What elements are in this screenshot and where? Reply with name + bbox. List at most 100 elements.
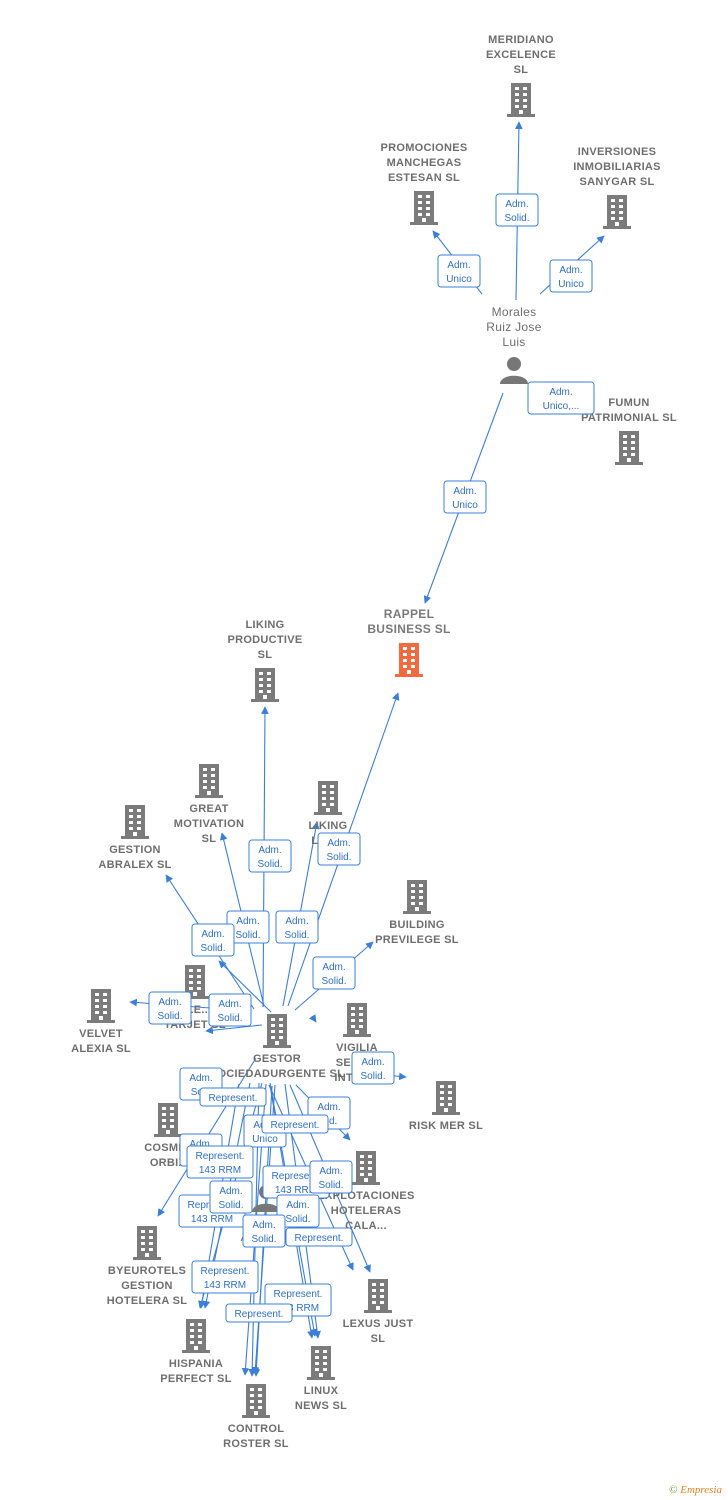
relation-label-box [225, 1303, 293, 1323]
relation-label[interactable]: Represent.143 RRM [191, 1260, 259, 1294]
relation-label[interactable]: Adm.Unico,... [527, 381, 595, 415]
node-label: LIKING [245, 619, 284, 631]
relation-label-box [443, 480, 487, 514]
relation-label[interactable]: Adm.Solid. [191, 923, 235, 957]
relation-label[interactable]: Adm. Solid. [309, 1160, 353, 1194]
node-label: RAPPEL [384, 607, 434, 621]
relation-label[interactable]: Adm.Solid. [275, 910, 319, 944]
building-icon [364, 1279, 392, 1313]
nodes-layer: MERIDIANOEXCELENCESLPROMOCIONESMANCHEGAS… [71, 34, 677, 1450]
relation-label-text: 143 RRM [199, 1165, 241, 1176]
relation-label[interactable]: Adm.Solid. [248, 839, 292, 873]
node-label: FUMUN [608, 397, 649, 409]
relation-label[interactable]: Adm.Solid. [276, 1194, 320, 1228]
building-icon [251, 668, 279, 702]
building-icon [352, 1151, 380, 1185]
relation-label-text: 143 RRM [275, 1185, 317, 1196]
node-label: GREAT [189, 803, 228, 815]
relation-label-text: Adm. [285, 916, 308, 927]
relation-label-box [242, 1214, 286, 1248]
node-label: BUILDING [389, 919, 445, 931]
relation-label-text: Unico [446, 274, 472, 285]
building-icon [154, 1103, 182, 1137]
relation-edge [205, 1024, 263, 1035]
node-label: GESTOR [253, 1053, 301, 1065]
node-label: INMOBILIARIAS [573, 161, 661, 173]
node-label: ESTESAN SL [388, 172, 460, 184]
relation-label-text: Represent. [295, 1233, 344, 1244]
node-label: SL [371, 1333, 386, 1345]
relation-label-text: Adm. [189, 1073, 212, 1084]
node-label: BYEUROTELS [108, 1265, 186, 1277]
relation-label[interactable]: Represent. [261, 1114, 329, 1134]
relation-label-text: Adm. [158, 997, 181, 1008]
relation-label-text: Adm. [447, 260, 470, 271]
building-icon [615, 431, 643, 465]
building-icon [410, 191, 438, 225]
relation-label-text: Solid. [157, 1011, 182, 1022]
relation-label[interactable]: Adm.Unico [443, 480, 487, 514]
relation-label-box [549, 259, 593, 293]
relation-label[interactable]: Represent.143 RRM [186, 1145, 254, 1179]
node-label: HOTELERA SL [107, 1295, 188, 1307]
node-label: EXCELENCE [486, 49, 556, 61]
relation-label-text: Adm. [218, 999, 241, 1010]
node-label: CONTROL [228, 1423, 284, 1435]
relation-label-text: Solid. [326, 852, 351, 863]
brand-name: Empresia [680, 1484, 722, 1496]
relation-label-box [261, 1114, 329, 1134]
footer-brand[interactable]: © Empresia [669, 1484, 722, 1496]
relation-label-text: Adm. [286, 1200, 309, 1211]
relation-label[interactable]: Adm.Solid. [226, 910, 270, 944]
relation-label[interactable]: Adm. Unico [437, 254, 481, 288]
relation-label-text: Represent. [271, 1120, 320, 1131]
relation-label[interactable]: Adm.Solid. [317, 832, 361, 866]
relation-label[interactable]: Represent. [199, 1087, 267, 1107]
relation-label[interactable]: Adm.Solid. [495, 193, 539, 227]
relation-label-box [312, 956, 356, 990]
relation-label[interactable]: Adm.Unico [549, 259, 593, 293]
relation-label-text: Adm. [319, 1166, 342, 1177]
relation-label[interactable]: Represent. [285, 1227, 353, 1247]
relation-label-box [317, 832, 361, 866]
node-label: ORBIX [150, 1157, 187, 1169]
relation-label-text: Adm. [505, 199, 528, 210]
relation-label[interactable]: Adm.Solid. [312, 956, 356, 990]
node-risk_mer[interactable]: RISK MER SL [409, 1081, 483, 1132]
relation-label[interactable]: Adm.Solid. [209, 1180, 253, 1214]
relation-label-text: Adm. [549, 387, 572, 398]
relation-label[interactable]: Represent. [225, 1303, 293, 1323]
relation-label[interactable]: Adm.Solid. [242, 1214, 286, 1248]
node-label: BUSINESS SL [367, 622, 450, 636]
building-icon [432, 1081, 460, 1115]
node-label: MANCHEGAS [387, 157, 462, 169]
relation-label-box [495, 193, 539, 227]
relation-label[interactable]: Adm. Solid. [148, 991, 192, 1025]
relation-label-text: 143 RRM [191, 1214, 233, 1225]
relation-label-text: Solid. [318, 1180, 343, 1191]
relation-label[interactable]: Adm.Solid. [351, 1051, 395, 1085]
relation-label-text: Solid. [218, 1200, 243, 1211]
relation-label[interactable]: Adm.Solid. [208, 993, 252, 1027]
building-icon [314, 781, 342, 815]
node-label: PRODUCTIVE [227, 634, 302, 646]
relation-edge [218, 960, 272, 1013]
relation-label-text: Solid. [360, 1071, 385, 1082]
